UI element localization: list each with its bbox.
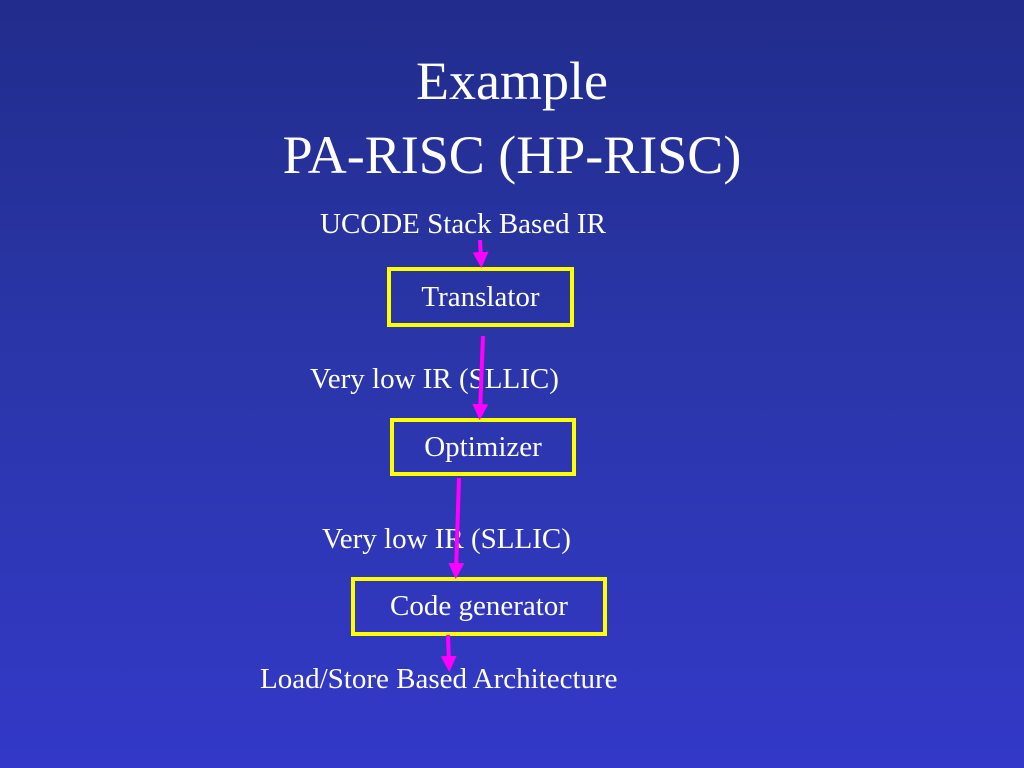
input-ir-label: UCODE Stack Based IR (320, 208, 606, 240)
intermediate-ir-label-2: Very low IR (SLLIC) (322, 523, 571, 555)
translator-box: Translator (387, 267, 574, 327)
optimizer-label: Optimizer (424, 430, 542, 463)
code-generator-label: Code generator (390, 590, 568, 622)
intermediate-ir-label-1: Very low IR (SLLIC) (310, 363, 559, 395)
arrow-input-to-translator (472, 239, 489, 268)
arrow-code-generator-to-output (440, 634, 457, 672)
translator-label: Translator (421, 280, 540, 313)
output-architecture-label: Load/Store Based Architecture (260, 663, 618, 695)
optimizer-box: Optimizer (390, 418, 576, 476)
slide-title-line-1: Example (416, 51, 608, 111)
code-generator-box: Code generator (351, 577, 607, 636)
slide-title-line-2: PA-RISC (HP-RISC) (282, 125, 742, 185)
